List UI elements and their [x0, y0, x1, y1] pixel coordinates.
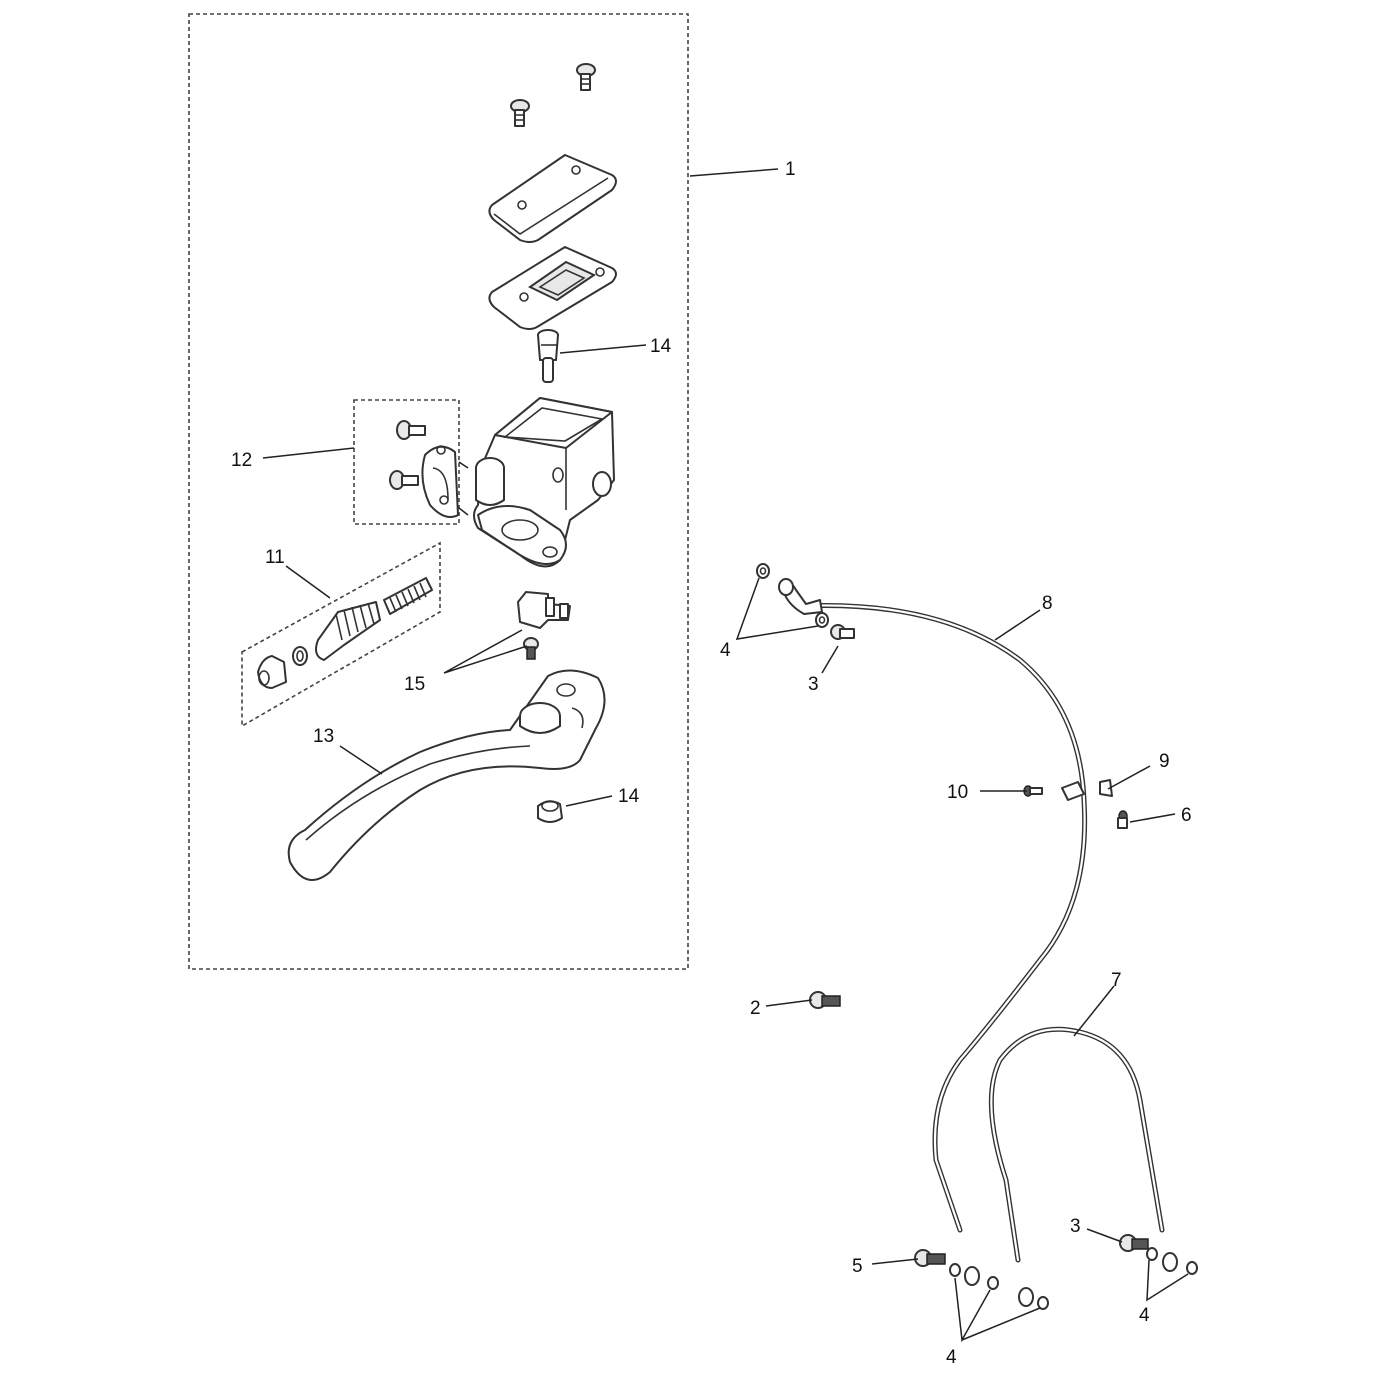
piston-assembly: [315, 601, 381, 661]
reservoir-cap-screw: [510, 99, 530, 127]
master-cylinder-kit-boundary: [188, 13, 689, 970]
banjo-bolt: [830, 624, 855, 640]
sealing-washer: [1146, 1247, 1158, 1261]
handlebar-clamp: [421, 445, 459, 518]
switch-screw: [523, 637, 539, 660]
reservoir-diaphragm: [488, 246, 617, 330]
callout-11: 11: [265, 547, 285, 568]
banjo-bolt: [809, 991, 841, 1009]
callout-6: 6: [1181, 805, 1192, 826]
banjo-fitting: [964, 1266, 980, 1286]
brake-lever: [287, 669, 606, 881]
handlebar-clamp-group-box: [353, 399, 460, 525]
brake-light-switch: [517, 591, 571, 629]
callout-3-top: 3: [808, 674, 819, 695]
banjo-fitting: [778, 578, 823, 615]
callout-13: 13: [313, 726, 334, 747]
leader-lines: [262, 168, 1189, 1343]
return-spring: [383, 577, 433, 615]
callout-14-upper: 14: [650, 336, 672, 357]
reservoir-insert: [537, 329, 559, 383]
bracket-bolt: [1117, 810, 1128, 829]
clamp-bolt: [396, 420, 426, 440]
circlip: [292, 646, 308, 666]
banjo-fitting: [1018, 1287, 1034, 1307]
piston-kit-group-box: [241, 541, 441, 728]
callout-1: 1: [785, 159, 796, 180]
sealing-washer: [1186, 1261, 1198, 1275]
callout-9: 9: [1159, 751, 1170, 772]
callout-3-bottom: 3: [1070, 1216, 1081, 1237]
callout-4-bottom: 4: [946, 1347, 957, 1368]
callout-12: 12: [231, 450, 252, 471]
callout-7: 7: [1111, 970, 1122, 991]
callout-10: 10: [947, 782, 968, 803]
callout-5: 5: [852, 1256, 863, 1277]
callout-4-right: 4: [1139, 1305, 1150, 1326]
sealing-washer: [756, 563, 770, 579]
clamp-bolt: [389, 470, 419, 490]
hose-clip: [1061, 781, 1085, 801]
banjo-bolt: [1119, 1234, 1149, 1252]
sealing-washer: [815, 612, 829, 628]
hose-bracket: [1099, 779, 1113, 797]
sealing-washer: [987, 1276, 999, 1290]
callout-15: 15: [404, 674, 425, 695]
piston-boot: [257, 655, 287, 689]
callout-4-top: 4: [720, 640, 731, 661]
lever-pivot-nut: [537, 800, 563, 823]
sealing-washer: [1037, 1296, 1049, 1310]
reservoir-cap-screw: [576, 63, 596, 91]
banjo-bolt: [914, 1249, 946, 1267]
banjo-fitting: [1162, 1252, 1178, 1272]
callout-8: 8: [1042, 593, 1053, 614]
sealing-washer: [949, 1263, 961, 1277]
reservoir-cap: [488, 154, 617, 243]
master-cylinder-body: [473, 397, 615, 568]
front-brake-hose-upper: [797, 603, 1088, 1233]
callout-2: 2: [750, 998, 761, 1019]
callout-14-lower: 14: [618, 786, 640, 807]
